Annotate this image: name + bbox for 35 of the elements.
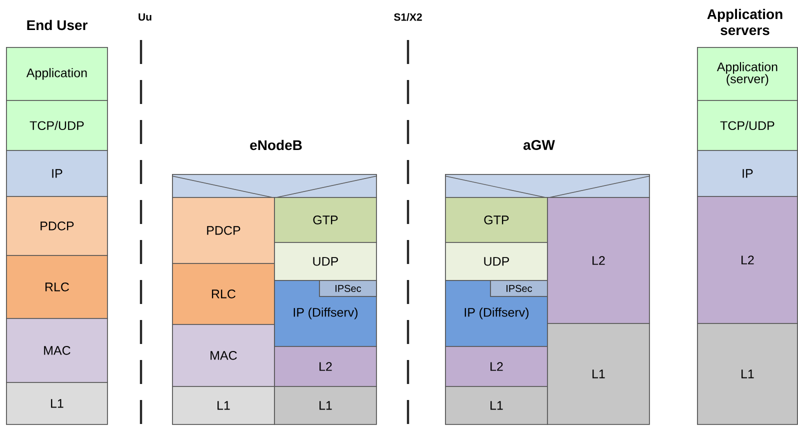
protocol-layer: Application [6, 47, 108, 101]
ipsec-layer: IPSec [319, 280, 377, 297]
protocol-layer: L1 [697, 323, 798, 425]
protocol-layer: MAC [172, 324, 275, 387]
stack-title: End User [27, 20, 88, 30]
protocol-layer: UDP [274, 242, 377, 281]
ipsec-layer: IPSec [490, 280, 548, 297]
protocol-layer: MAC [6, 318, 108, 383]
protocol-layer: GTP [445, 197, 548, 243]
protocol-layer: L1 [172, 386, 275, 425]
protocol-layer: L2 [697, 196, 798, 324]
protocol-layer: L1 [6, 382, 108, 425]
protocol-layer: GTP [274, 197, 377, 243]
protocol-layer: RLC [172, 263, 275, 325]
protocol-layer: PDCP [172, 197, 275, 264]
protocol-layer: RLC [6, 255, 108, 319]
protocol-layer: UDP [445, 242, 548, 281]
protocol-layer: L1 [274, 386, 377, 425]
protocol-layer: L2 [274, 346, 377, 387]
protocol-layer: L2 [547, 197, 650, 324]
protocol-layer: TCP/UDP [6, 100, 108, 151]
protocol-layer: TCP/UDP [697, 100, 798, 151]
protocol-layer: IP [6, 150, 108, 197]
stack-title: aGW [523, 140, 555, 150]
protocol-layer: L1 [445, 386, 548, 425]
protocol-layer: L2 [445, 346, 548, 387]
interface-label: Uu [138, 13, 152, 21]
protocol-layer: Application (server) [697, 47, 798, 101]
protocol-layer: PDCP [6, 196, 108, 256]
protocol-layer: L1 [547, 323, 650, 425]
relay-band [172, 174, 378, 198]
interface-label: S1/X2 [394, 13, 422, 21]
protocol-layer: IP [697, 150, 798, 197]
stack-title: eNodeB [250, 140, 302, 150]
relay-band [444, 174, 650, 198]
